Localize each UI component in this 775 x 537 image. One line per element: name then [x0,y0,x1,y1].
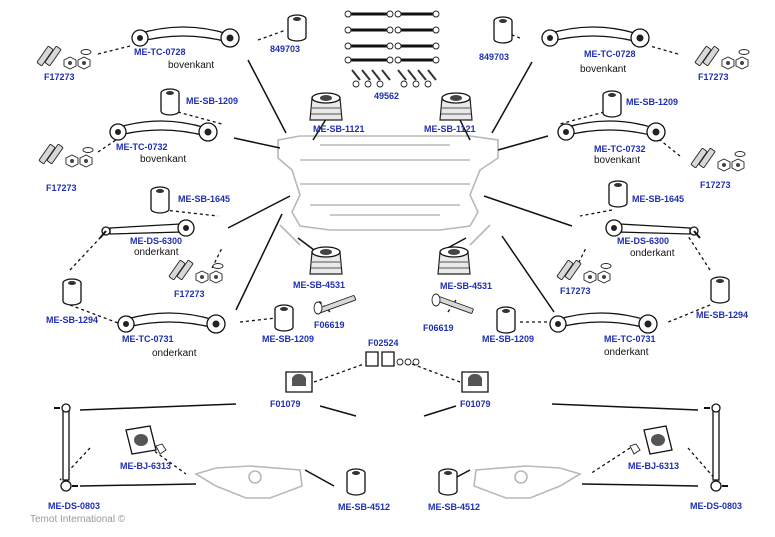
label-f17273-1: F17273 [44,72,75,82]
bushing-sb1209-lower-right [496,306,516,334]
label-sb1209-2: ME-SB-1209 [626,97,679,107]
copyright: Temot International © [30,514,126,525]
link-kit-49562 [344,10,440,88]
bushing-sb4512-right [438,468,458,496]
label-sb1645-left: ME-SB-1645 [178,194,231,204]
bushing-849703-right [493,16,513,44]
mount-sb1121-left [309,92,343,121]
bolt-kit-f17273-4 [694,45,750,70]
control-arm-tc0731-left [117,312,226,334]
label-sb4531-right: ME-SB-4531 [440,281,493,291]
label-onderkant-3: onderkant [630,248,675,259]
mount-sb1121-right [439,92,473,121]
label-sb1209-4: ME-SB-1209 [482,334,535,344]
bushing-849703-left [287,14,307,42]
label-f06619-left: F06619 [314,320,345,330]
label-f17273-3: F17273 [174,289,205,299]
control-arm-tc0732-right [557,120,666,142]
bushing-sb1645-right [608,180,628,208]
bushing-sb1209-upper-right [602,90,622,118]
bolt-kit-f17273-3 [168,259,224,284]
mount-sb4531-left [309,246,343,275]
ball-joint-bj6313-right [629,425,673,455]
eccentric-bolt-f06619-left [313,295,356,315]
label-f17273-4: F17273 [698,72,729,82]
bolt-kit-f17273-2 [38,143,94,168]
stabilizer-bar [238,398,549,423]
mount-sb4531-right [437,246,471,275]
label-ds6300-right: ME-DS-6300 [617,236,670,246]
label-sb1645-right: ME-SB-1645 [632,194,685,204]
drop-link-ds0803-left [53,403,79,492]
label-f01079-left: F01079 [270,399,301,409]
stab-bushing-f01079-left [285,371,313,393]
label-sb4512-left: ME-SB-4512 [338,502,391,512]
label-sb4531-left: ME-SB-4531 [293,280,346,290]
label-bovenkant-1: bovenkant [168,60,215,71]
label-bovenkant-3: bovenkant [580,64,627,75]
control-arm-tc0732-left [109,120,218,142]
label-ds6300-left: ME-DS-6300 [130,236,183,246]
label-tc0732-right: ME-TC-0732 [594,144,646,154]
label-f17273-6: F17273 [560,286,591,296]
bolt-kit-f17273-6 [556,259,612,284]
label-tc0732-left: ME-TC-0732 [116,142,168,152]
label-tc0731-left: ME-TC-0731 [122,334,174,344]
bushing-sb4512-left [346,468,366,496]
label-ds0803-right: ME-DS-0803 [690,501,743,511]
stab-bushing-f01079-right [461,371,489,393]
label-ds0803-left: ME-DS-0803 [48,501,101,511]
leader-lines [79,59,699,487]
label-f17273-5: F17273 [700,180,731,190]
label-49562: 49562 [374,91,400,101]
label-sb1294-left: ME-SB-1294 [46,315,99,325]
label-f17273-2: F17273 [46,183,77,193]
label-sb1209-1: ME-SB-1209 [186,96,239,106]
drop-link-ds0803-right [703,403,729,492]
ball-joint-bj6313-left [125,425,167,455]
label-f02524: F02524 [368,338,399,348]
bushing-sb1294-left [62,278,82,306]
lower-wishbone-left [194,465,303,499]
label-bovenkant-4: bovenkant [594,155,641,166]
label-onderkant-1: onderkant [134,247,179,258]
control-arm-tc0728-left [131,26,240,48]
label-bj6313-left: ME-BJ-6313 [120,461,172,471]
control-arm-tc0731-right [549,312,658,334]
bushing-sb1645-left [150,186,170,214]
lower-wishbone-right [473,465,582,499]
bushing-sb1294-right [710,276,730,304]
control-arm-tc0728-right [541,26,650,48]
label-849703-left: 849703 [270,44,301,54]
eccentric-bolt-f06619-right [431,293,474,314]
bushing-sb1209-lower-left [274,304,294,332]
clip-set-f02524 [365,351,420,367]
label-849703-right: 849703 [479,52,510,62]
label-onderkant-2: onderkant [152,348,197,359]
label-f06619-right: F06619 [423,323,454,333]
bolt-kit-f17273-5 [690,147,746,172]
bolt-kit-f17273-1 [36,45,92,70]
label-onderkant-4: onderkant [604,347,649,358]
label-sb1209-3: ME-SB-1209 [262,334,315,344]
label-sb4512-right: ME-SB-4512 [428,502,481,512]
label-sb1121-right: ME-SB-1121 [424,124,476,134]
label-tc0728-right: ME-TC-0728 [584,49,636,59]
label-tc0728-left: ME-TC-0728 [134,47,186,57]
bushing-sb1209-upper-left [160,88,180,116]
label-sb1121-left: ME-SB-1121 [313,124,365,134]
label-f01079-right: F01079 [460,399,491,409]
label-bj6313-right: ME-BJ-6313 [628,461,680,471]
label-sb1294-right: ME-SB-1294 [696,310,749,320]
label-bovenkant-2: bovenkant [140,154,187,165]
subframe [277,135,499,246]
label-tc0731-right: ME-TC-0731 [604,334,656,344]
